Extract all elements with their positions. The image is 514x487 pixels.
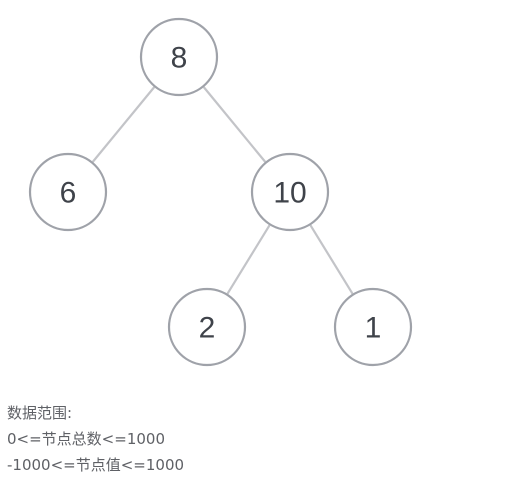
tree-node-6: 6 xyxy=(28,152,108,232)
tree-node-1: 1 xyxy=(333,287,413,367)
tree-node-2: 2 xyxy=(167,287,247,367)
tree-node-circle xyxy=(333,287,413,367)
node-value-constraint: -1000<=节点值<=1000 xyxy=(7,456,185,474)
data-range-heading: 数据范围: xyxy=(7,404,73,422)
tree-node-circle xyxy=(139,17,219,97)
tree-edges xyxy=(91,86,354,295)
tree-node-label: 10 xyxy=(273,177,306,210)
tree-node-8: 8 xyxy=(139,17,219,97)
tree-edge-n8-n10 xyxy=(202,86,267,163)
tree-node-circle xyxy=(167,287,247,367)
tree-edge-n10-n2 xyxy=(226,224,271,295)
binary-tree-diagram: 8 6 10 2 1 xyxy=(28,17,413,367)
tree-node-label: 2 xyxy=(199,312,216,345)
tree-node-circle xyxy=(250,152,330,232)
data-range-section: 数据范围: 0<=节点总数<=1000 -1000<=节点值<=1000 xyxy=(7,400,184,478)
tree-node-label: 6 xyxy=(60,177,77,210)
tree-edge-n10-n1 xyxy=(309,224,354,295)
tree-node-10: 10 xyxy=(250,152,330,232)
tree-edge-n8-n6 xyxy=(91,86,156,163)
tree-nodes: 8 6 10 2 1 xyxy=(28,17,413,367)
node-count-constraint: 0<=节点总数<=1000 xyxy=(7,430,165,448)
tree-node-circle xyxy=(28,152,108,232)
tree-node-label: 1 xyxy=(365,312,382,345)
tree-node-label: 8 xyxy=(171,42,188,75)
